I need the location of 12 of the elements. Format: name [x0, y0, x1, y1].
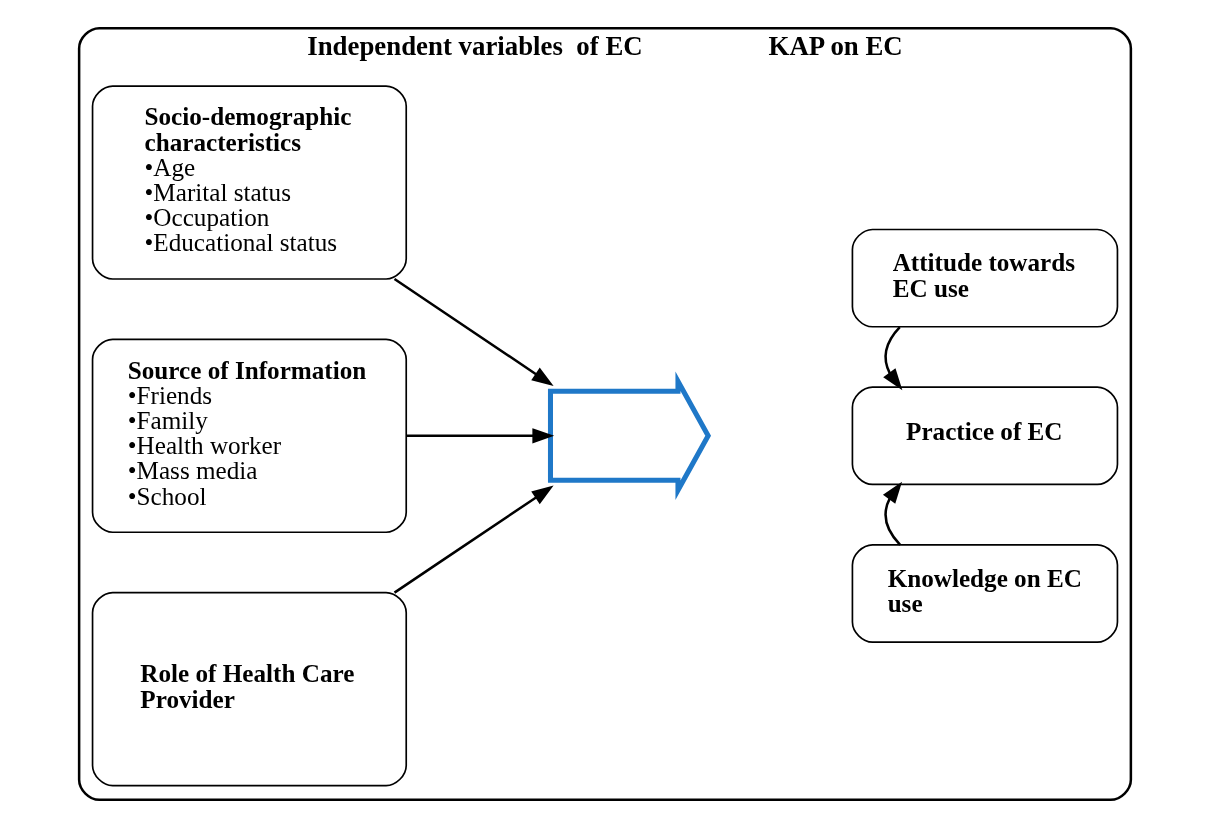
node-box: Source of Information •Friends •Family •Health worker •Mass media •School [91, 338, 407, 534]
node-box: Role of Health Care Provider [91, 591, 407, 787]
node-arrow [547, 371, 711, 501]
arrow [393, 485, 554, 594]
arrow [882, 326, 902, 391]
node-box: Knowledge on EC use [851, 544, 1118, 643]
node-box: Socio-demographic characteristics •Age •Marital status •Occupation •Educational status [91, 85, 407, 280]
node-box: Practice of EC [851, 386, 1118, 486]
arrow [393, 277, 554, 387]
arrow [882, 481, 902, 546]
node-box: Attitude towards EC use [851, 228, 1118, 328]
arrow [405, 428, 554, 444]
